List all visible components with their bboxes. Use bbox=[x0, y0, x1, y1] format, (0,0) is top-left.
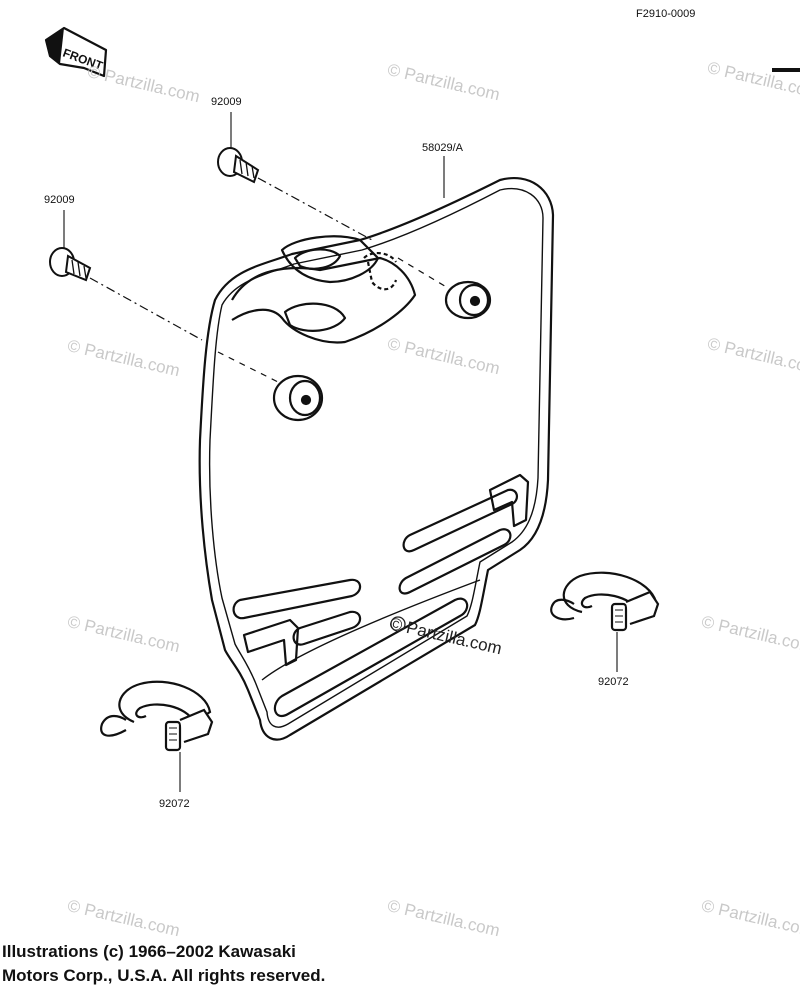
grommet-lower bbox=[272, 374, 324, 422]
bottom-long-slot bbox=[273, 597, 469, 717]
bolt-lower bbox=[49, 247, 92, 282]
top-strap-loop bbox=[231, 256, 417, 344]
bolt-upper bbox=[217, 147, 260, 184]
lower-right-slot-1 bbox=[402, 488, 518, 553]
part-label-58029-a: 58029/A bbox=[422, 142, 463, 154]
number-plate-58029-drawing bbox=[198, 177, 555, 741]
assembly-line-upper bbox=[257, 177, 373, 241]
lower-left-slot-2 bbox=[292, 610, 362, 646]
part-label-92009-upper: 92009 bbox=[211, 96, 242, 108]
assembly-line-lower bbox=[89, 277, 203, 341]
band-left-drawing bbox=[100, 680, 214, 752]
corner-tab-mark bbox=[772, 68, 800, 72]
plate-inner-rim bbox=[208, 188, 544, 728]
lower-left-slot-1 bbox=[232, 578, 362, 620]
part-label-92009-lower: 92009 bbox=[44, 194, 75, 206]
copyright-line-2: Motors Corp., U.S.A. All rights reserved… bbox=[2, 966, 326, 985]
grommet-upper bbox=[444, 280, 492, 320]
part-label-92072-left: 92072 bbox=[159, 798, 190, 810]
lower-right-slot-2 bbox=[398, 528, 512, 595]
copyright-line-1: Illustrations (c) 1966–2002 Kawasaki bbox=[2, 942, 296, 961]
plate-outline bbox=[198, 177, 555, 741]
band-right-drawing bbox=[550, 571, 660, 632]
front-direction-tag: FRONT bbox=[44, 26, 108, 78]
figure-id-label: F2910-0009 bbox=[636, 8, 696, 20]
part-label-92072-right: 92072 bbox=[598, 676, 629, 688]
watermark-copyright-circle bbox=[390, 616, 406, 632]
